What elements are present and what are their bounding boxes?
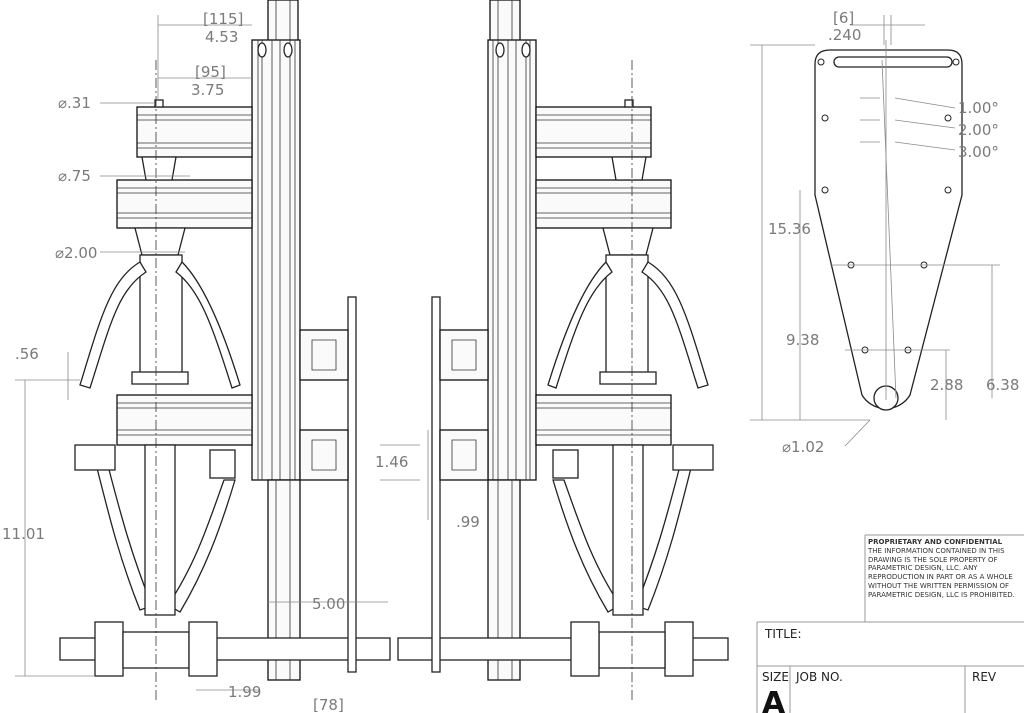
dimension-1-46: 1.46 [375, 453, 408, 471]
angle-3-degree: 3.00° [958, 143, 999, 161]
dimension-95mm: [95] [195, 63, 226, 81]
right-assembly-view [397, 0, 729, 701]
dimension-dia-0-31: ⌀.31 [58, 94, 91, 112]
dimension-2-88: 2.88 [930, 376, 963, 394]
dimension-6mm: [6] [833, 9, 854, 27]
dimension-0-56: .56 [15, 345, 39, 363]
dimension-0-99: .99 [456, 513, 480, 531]
dimension-6-38: 6.38 [986, 376, 1019, 394]
dimension-0-240: .240 [828, 26, 861, 44]
left-dimensions: [115] 4.53 [95] 3.75 ⌀.31 ⌀.75 ⌀2.00 .56… [2, 10, 480, 713]
size-value: A [762, 686, 786, 713]
dimension-1-99: 1.99 [228, 683, 261, 701]
dimension-dia-0-75: ⌀.75 [58, 167, 91, 185]
dimension-11-01: 11.01 [2, 525, 45, 543]
angle-1-degree: 1.00° [958, 99, 999, 117]
proprietary-notice: PROPRIETARY AND CONFIDENTIAL THE INFORMA… [868, 538, 1024, 600]
title-label: TITLE: [764, 627, 802, 641]
title-block [756, 534, 1024, 713]
dimension-dia-1-02: ⌀1.02 [782, 438, 824, 456]
dimension-4-53: 4.53 [205, 28, 238, 46]
dimension-115mm: [115] [203, 10, 243, 28]
dimension-5-00: 5.00 [312, 595, 345, 613]
plate-view: [6] .240 1.00° 2.00° 3.00° 15.36 9.38 2.… [750, 9, 1019, 456]
notice-title: PROPRIETARY AND CONFIDENTIAL [868, 538, 1003, 546]
size-label: SIZE [762, 670, 789, 684]
dimension-78mm: [78] [313, 696, 344, 713]
notice-body: THE INFORMATION CONTAINED IN THIS DRAWIN… [868, 546, 1015, 599]
job-number-label: JOB NO. [795, 670, 843, 684]
dimension-3-75: 3.75 [191, 81, 224, 99]
angle-2-degree: 2.00° [958, 121, 999, 139]
revision-label: REV [972, 670, 997, 684]
dimension-9-38: 9.38 [786, 331, 819, 349]
dimension-15-36: 15.36 [768, 220, 811, 238]
dimension-dia-2-00: ⌀2.00 [55, 244, 97, 262]
